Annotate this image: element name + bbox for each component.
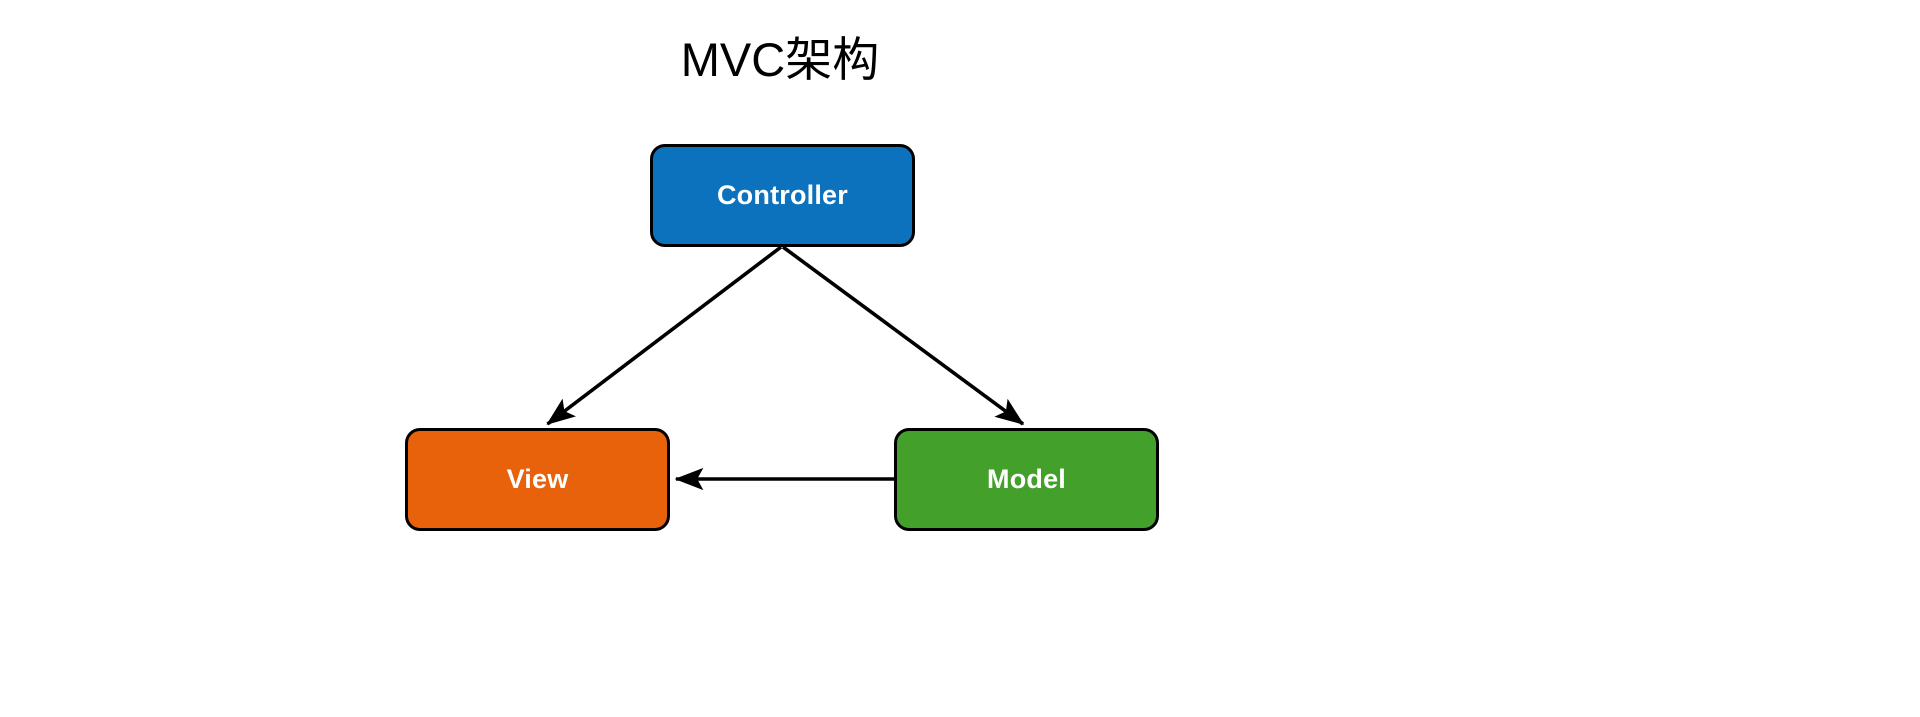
node-view[interactable]: View (405, 428, 670, 531)
node-model[interactable]: Model (894, 428, 1159, 531)
edge-controller-to-model (781, 245, 1025, 426)
edge-controller-to-view (546, 245, 783, 426)
node-controller[interactable]: Controller (650, 144, 915, 247)
node-controller-label: Controller (716, 180, 848, 210)
page-title: MVC架构 (680, 33, 880, 86)
node-model-label: Model (987, 464, 1066, 494)
node-view-label: View (506, 464, 569, 494)
